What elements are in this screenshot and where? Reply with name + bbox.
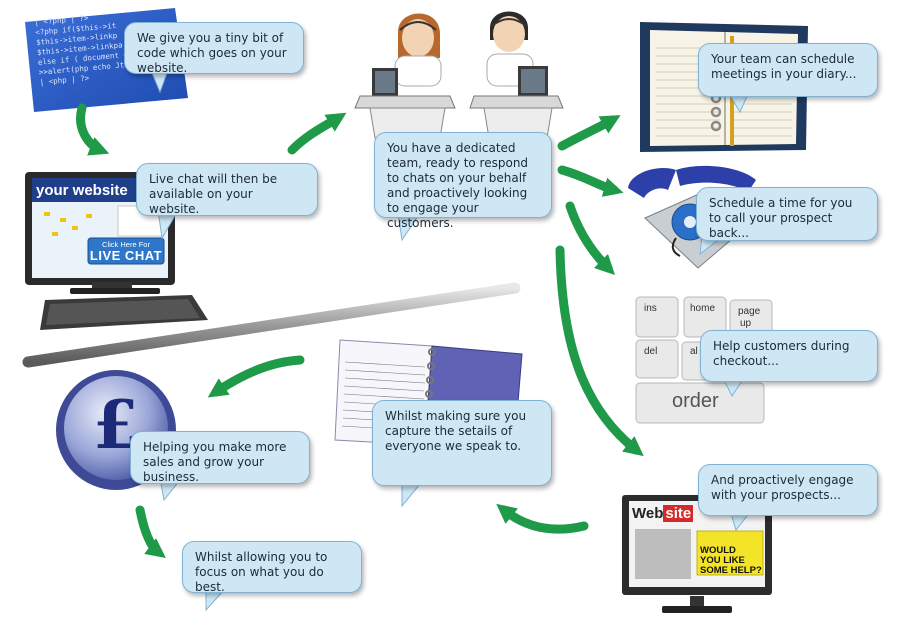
monitor-site-text: site	[663, 505, 694, 522]
bubble-details: Whilst making sure you capture the setai…	[372, 400, 552, 486]
bubble-details-text: Whilst making sure you capture the setai…	[385, 409, 527, 453]
arrow-code-to-website	[76, 103, 110, 156]
key-al: al	[690, 346, 698, 357]
arrow-team-to-engage	[555, 245, 644, 457]
arrow-website-to-team	[287, 112, 347, 155]
bubble-checkout-text: Help customers during checkout...	[713, 339, 850, 368]
agents-illustration	[354, 11, 564, 139]
bubble-sales-text: Helping you make more sales and grow you…	[143, 440, 287, 484]
divider-rod	[22, 282, 521, 368]
monitor-cta-line: YOU LIKE	[700, 555, 745, 566]
bubble-call-text: Schedule a time for you to call your pro…	[709, 196, 853, 240]
monitor-cta-line: WOULD	[700, 545, 736, 556]
key-ins: ins	[644, 303, 657, 314]
bubble-code-text: We give you a tiny bit of code which goe…	[137, 31, 287, 75]
arrow-sales-to-focus	[135, 505, 166, 558]
key-home: home	[690, 303, 716, 314]
arrow-engage-to-details	[496, 503, 589, 534]
live-chat-button-main: LIVE CHAT	[89, 248, 163, 263]
bubble-team-text: You have a dedicated team, ready to resp…	[387, 141, 529, 230]
flow-arrows	[76, 103, 644, 558]
bubble-checkout: Help customers during checkout...	[700, 330, 878, 382]
bubble-focus: Whilst allowing you to focus on what you…	[182, 541, 362, 594]
monitor-cta: WOULD YOU LIKE SOME HELP?	[700, 546, 762, 576]
bubble-focus-text: Whilst allowing you to focus on what you…	[195, 550, 328, 594]
bubble-engage: And proactively engage with your prospec…	[698, 464, 878, 516]
key-del: del	[644, 346, 658, 357]
live-chat-button[interactable]: Click Here For LIVE CHAT	[88, 238, 164, 264]
monitor-web-text: Web	[632, 505, 664, 522]
bubble-call: Schedule a time for you to call your pro…	[696, 187, 878, 241]
bubble-engage-text: And proactively engage with your prospec…	[711, 473, 854, 502]
monitor-cta-line: SOME HELP?	[700, 565, 762, 576]
key-up: up	[740, 318, 752, 329]
website-header: your website	[36, 182, 128, 199]
key-order: order	[672, 390, 719, 412]
arrow-team-to-phone	[557, 165, 624, 197]
arrow-team-to-keys	[565, 201, 615, 276]
bubble-meetings: Your team can schedule meetings in your …	[698, 43, 878, 97]
bubble-code: We give you a tiny bit of code which goe…	[124, 22, 304, 75]
live-chat-button-top: Click Here For	[102, 240, 150, 249]
arrow-team-to-diary	[557, 115, 621, 151]
bubble-meetings-text: Your team can schedule meetings in your …	[711, 52, 857, 81]
key-page: page	[738, 306, 761, 317]
bubble-sales: Helping you make more sales and grow you…	[130, 431, 310, 484]
bubble-team: You have a dedicated team, ready to resp…	[374, 132, 552, 230]
bubble-livechat: Live chat will then be available on your…	[136, 163, 318, 216]
arrow-details-to-sales	[207, 355, 305, 398]
bubble-livechat-text: Live chat will then be available on your…	[149, 172, 278, 216]
